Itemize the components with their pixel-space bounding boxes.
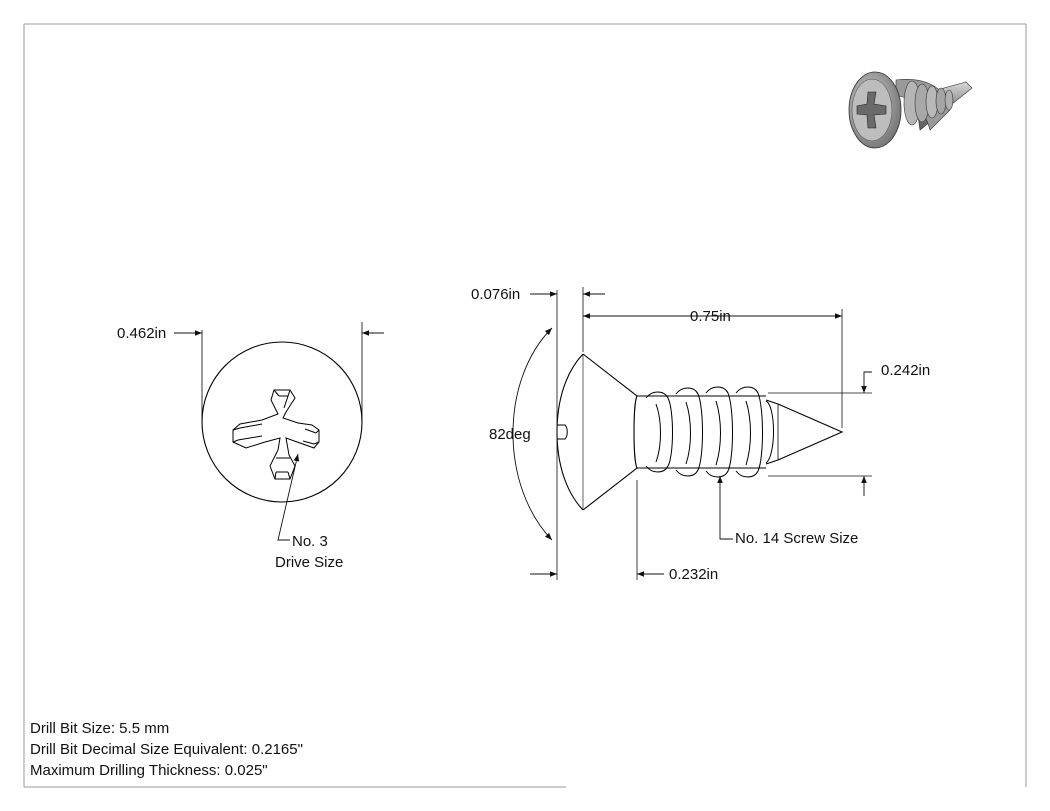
head-dome (556, 353, 584, 511)
head-outline (201, 341, 363, 503)
label-length: 0.75in (690, 308, 731, 325)
drive-leader (277, 453, 300, 541)
label-head-diameter: 0.462in (117, 325, 167, 342)
head-taper-bottom (582, 467, 638, 511)
label-head-angle: 82deg (489, 426, 531, 443)
label-head-thickness: 0.076in (471, 286, 521, 303)
head-taper-top (582, 353, 638, 397)
label-shank-diameter: 0.232in (669, 566, 719, 583)
side-extension-lines (556, 287, 872, 580)
side-view (556, 353, 844, 511)
label-thread-diameter: 0.242in (881, 362, 931, 379)
phillips-recess (232, 389, 320, 480)
drilling-notes: Drill Bit Size: 5.5 mm Drill Bit Decimal… (30, 718, 303, 781)
screw-size-leader (717, 476, 733, 540)
threads (645, 386, 774, 478)
dim-thread-diameter (861, 371, 872, 496)
dim-head-angle (512, 327, 553, 541)
screw-tip (765, 399, 844, 465)
sheet-border (23, 23, 1027, 788)
screw-isometric-icon (848, 71, 973, 149)
note-decimal-equivalent: Drill Bit Decimal Size Equivalent: 0.216… (30, 741, 303, 758)
callout-drive-size: Drive Size (275, 554, 344, 571)
callout-drive-number: No. 3 (292, 533, 328, 550)
note-drill-bit-size: Drill Bit Size: 5.5 mm (30, 720, 170, 737)
callout-screw-size: No. 14 Screw Size (735, 530, 859, 547)
note-max-thickness: Maximum Drilling Thickness: 0.025" (30, 762, 268, 779)
front-view (201, 322, 363, 503)
